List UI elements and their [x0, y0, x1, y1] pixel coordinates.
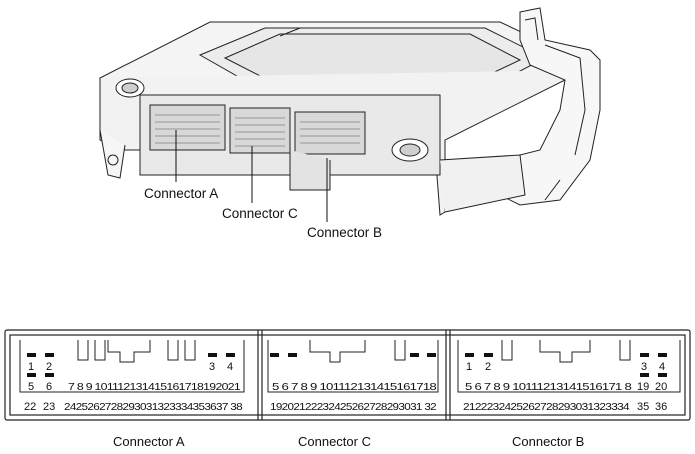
pin-b-1: 1 [466, 361, 472, 373]
pin-b-20: 20 [655, 381, 667, 393]
pin-a-6: 6 [46, 381, 52, 393]
pinout-frame [4, 329, 691, 421]
pin-c-bottom-row: 19202122232425262728293031 32 [270, 401, 437, 413]
connector-b-keys [457, 340, 681, 393]
callout-leaders [175, 130, 328, 222]
module-illustration [98, 7, 601, 216]
pin-b-3: 3 [641, 361, 647, 373]
connector-a-pins: 1 2 3 4 5 6 7 8 9 1011121314151617181920… [24, 361, 243, 413]
label-connector-a: Connector A [113, 434, 185, 449]
pin-b-35: 35 [637, 401, 649, 413]
pin-b-2: 2 [485, 361, 491, 373]
label-connector-c: Connector C [298, 434, 371, 449]
pin-a-23: 23 [43, 401, 55, 413]
pin-a-5: 5 [28, 381, 34, 393]
pin-c-mid-row: 5 6 7 8 9 101112131415161718 [272, 381, 437, 393]
pin-a-3: 3 [209, 361, 215, 373]
callout-connector-b: Connector B [307, 225, 382, 240]
pin-b-4: 4 [659, 361, 665, 373]
pin-b-bottom-row: 2122232425262728293031323334 [463, 401, 630, 413]
pin-a-1: 1 [28, 361, 34, 373]
pin-b-36: 36 [655, 401, 667, 413]
pin-b-19: 19 [637, 381, 649, 393]
pin-markers [27, 353, 667, 377]
pin-a-22: 22 [24, 401, 36, 413]
pin-a-2: 2 [46, 361, 52, 373]
connector-c-pins: 5 6 7 8 9 101112131415161718 19202122232… [270, 381, 438, 413]
callout-connector-a: Connector A [144, 186, 218, 201]
connector-c-keys [267, 340, 439, 393]
label-connector-b: Connector B [512, 434, 584, 449]
pin-a-4: 4 [227, 361, 233, 373]
pin-a-bottom-row: 2425262728293031323334353637 38 [64, 401, 243, 413]
pin-a-mid-row: 7 8 9 101112131415161718192021 [68, 381, 241, 393]
connector-b-pins: 1 2 3 4 5 6 7 8 9 10111213141516171 8 19… [463, 361, 667, 413]
callout-connector-c: Connector C [222, 206, 298, 221]
pin-b-mid-row: 5 6 7 8 9 10111213141516171 8 [465, 381, 632, 393]
connector-a-keys [19, 340, 245, 393]
